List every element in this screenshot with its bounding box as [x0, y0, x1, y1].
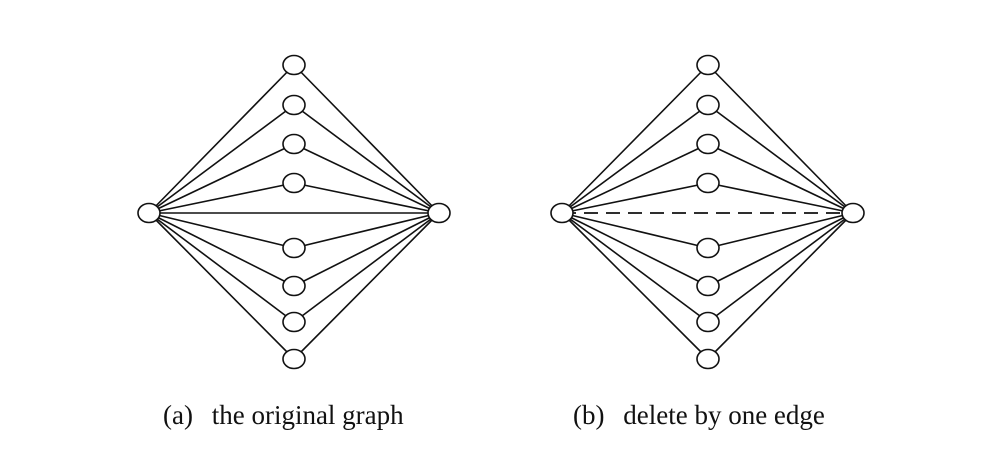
edge-right-to-middle: [293, 182, 440, 214]
middle-node: [696, 94, 720, 116]
edge-left-to-middle: [148, 212, 295, 360]
edge-left-to-middle: [561, 212, 709, 287]
edge-right-to-middle: [707, 64, 854, 214]
panel-b-label: (b): [573, 400, 604, 430]
edge-right-to-middle: [293, 212, 440, 287]
middle-node: [696, 237, 720, 259]
edge-right-to-middle: [707, 212, 854, 287]
middle-node: [282, 311, 306, 333]
edge-left-to-middle: [561, 143, 709, 214]
middle-node: [282, 54, 306, 76]
edge-left-to-middle: [561, 104, 709, 214]
middle-node: [696, 54, 720, 76]
panel-b-caption-text: delete by one edge: [623, 400, 825, 430]
edge-left-to-middle: [561, 212, 709, 323]
panel-original-graph: (a) the original graph: [137, 54, 451, 430]
panel-b-edges: [561, 64, 854, 360]
edge-right-to-middle: [293, 212, 440, 323]
panel-a-label: (a): [163, 400, 193, 430]
edge-left-to-middle: [561, 182, 709, 214]
edge-right-to-middle: [293, 212, 440, 249]
middle-node: [696, 348, 720, 370]
edge-left-to-middle: [148, 143, 295, 214]
panel-b-caption: (b) delete by one edge: [573, 400, 825, 430]
edge-right-to-middle: [707, 182, 854, 214]
edge-left-to-middle: [148, 64, 295, 214]
edge-left-to-middle: [148, 104, 295, 214]
middle-node: [282, 94, 306, 116]
edge-left-to-middle: [561, 64, 709, 214]
hub-node-right: [841, 202, 865, 224]
edge-left-to-middle: [561, 212, 709, 360]
edge-right-to-middle: [293, 212, 440, 360]
panel-a-caption: (a) the original graph: [163, 400, 404, 430]
edge-right-to-middle: [293, 143, 440, 214]
middle-node: [282, 348, 306, 370]
edge-right-to-middle: [707, 143, 854, 214]
edge-right-to-middle: [707, 212, 854, 360]
edge-right-to-middle: [293, 104, 440, 214]
middle-node: [696, 275, 720, 297]
panel-a-nodes: [137, 54, 451, 370]
edge-right-to-middle: [707, 104, 854, 214]
middle-node: [696, 311, 720, 333]
edge-left-to-middle: [148, 212, 295, 323]
panel-delete-edge: (b) delete by one edge: [550, 54, 865, 430]
panel-a-caption-text: the original graph: [212, 400, 404, 430]
middle-node: [282, 275, 306, 297]
edge-left-to-middle: [148, 212, 295, 249]
middle-node: [282, 172, 306, 194]
panel-b-nodes: [550, 54, 865, 370]
hub-node-left: [550, 202, 574, 224]
hub-node-left: [137, 202, 161, 224]
edge-right-to-middle: [707, 212, 854, 249]
edge-right-to-middle: [293, 64, 440, 214]
edge-left-to-middle: [148, 212, 295, 287]
middle-node: [282, 237, 306, 259]
hub-node-right: [427, 202, 451, 224]
edge-left-to-middle: [148, 182, 295, 214]
edge-right-to-middle: [707, 212, 854, 323]
edge-left-to-middle: [561, 212, 709, 249]
middle-node: [696, 133, 720, 155]
middle-node: [282, 133, 306, 155]
middle-node: [696, 172, 720, 194]
panel-a-edges: [148, 64, 440, 360]
